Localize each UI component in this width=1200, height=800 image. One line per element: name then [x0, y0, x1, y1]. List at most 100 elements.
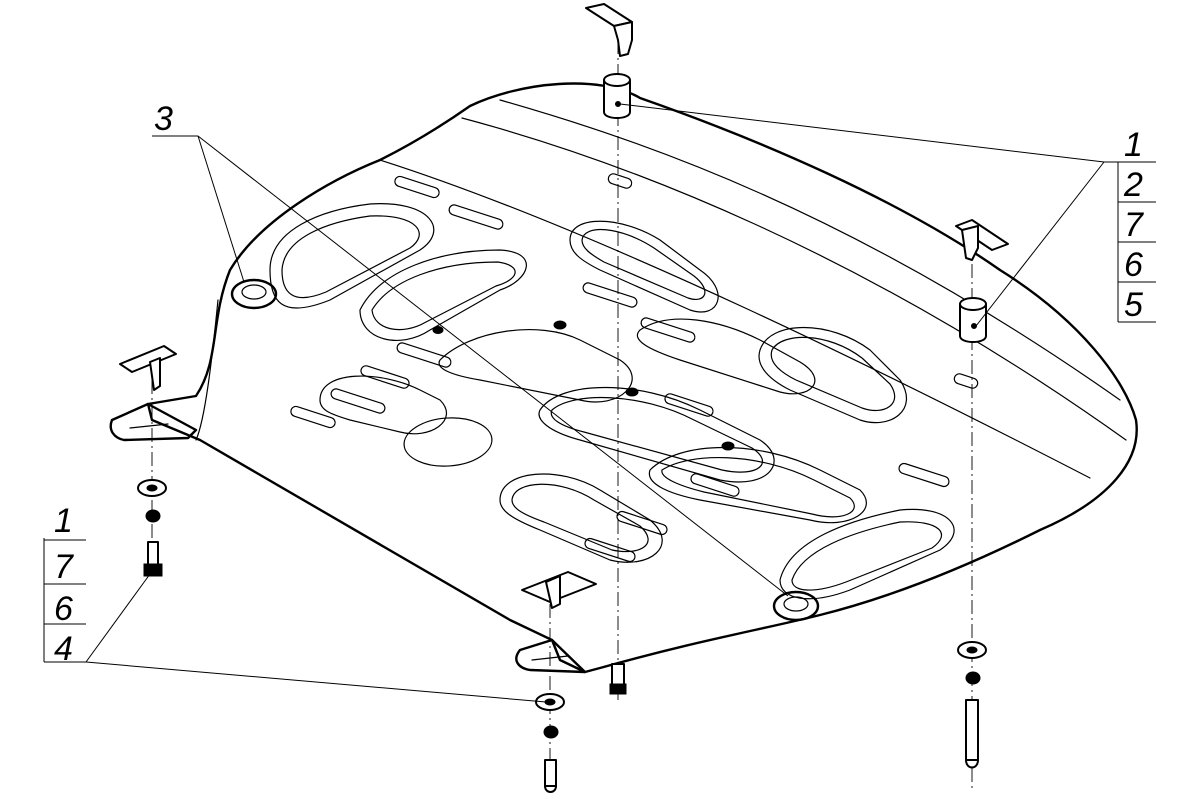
callout-label: 4 [54, 630, 73, 668]
callout-label: 5 [1124, 286, 1143, 324]
vent-slot [448, 204, 504, 230]
bushing-left [230, 278, 278, 310]
clip-nut-bottom [521, 571, 597, 609]
clip-tab [149, 357, 161, 391]
spacer-body [603, 79, 631, 119]
clip-nut-top [585, 3, 633, 57]
lock-washer [965, 671, 981, 685]
spacer-top [603, 73, 631, 119]
vent-slots [290, 173, 979, 563]
bolt-shank [544, 759, 557, 787]
clip-tab [545, 575, 561, 609]
rib-4 [438, 329, 633, 403]
bottom-tab [515, 638, 587, 674]
rib-10-inner [661, 456, 855, 518]
vent-slot [953, 373, 979, 389]
bolt-head [609, 683, 627, 695]
vent-slot [360, 365, 410, 389]
clip-nut-left [119, 345, 177, 391]
callout-label: 1 [1124, 126, 1143, 164]
rib-7-inner [770, 336, 896, 412]
drain-hole [625, 387, 639, 397]
rib-5 [538, 386, 775, 483]
front-bend-line-2 [461, 117, 1127, 441]
bolt-center [609, 663, 627, 695]
rib-6 [636, 318, 816, 395]
lock-washer [145, 509, 161, 523]
lock-washer [543, 725, 559, 739]
rib-3 [569, 220, 719, 313]
rib-3-inner [581, 228, 706, 300]
callout-3: 3 [152, 100, 789, 597]
emboss-ribs [269, 203, 955, 600]
fastener-stack-bottom [535, 693, 565, 793]
callout-label: 6 [54, 590, 73, 628]
leader-line [85, 661, 547, 703]
bushing-right [772, 590, 820, 622]
skid-plate [109, 82, 1138, 674]
clip-tab [961, 225, 979, 261]
vent-slot [616, 510, 668, 536]
clip-body [119, 345, 177, 373]
clip-nut-right [955, 219, 1009, 261]
rib-5-inner [550, 396, 763, 473]
vent-slot [584, 537, 636, 563]
fastener-stack-right [957, 641, 987, 769]
vent-slot [607, 173, 633, 189]
leader-line [619, 103, 1105, 163]
long-bolt-shank [965, 699, 979, 761]
vent-slot [664, 393, 714, 417]
fastener-stack-left [137, 479, 167, 577]
callout-label: 7 [54, 548, 74, 586]
callout-label: 1 [54, 502, 73, 540]
oval-opening [403, 417, 493, 467]
drain-hole [432, 326, 444, 334]
bolt-tip [544, 785, 557, 793]
rib-9 [499, 473, 663, 563]
bushing-inner [783, 596, 809, 612]
rib-1-inner [281, 215, 420, 299]
spacer-hole [615, 101, 621, 107]
spacer-end [603, 73, 631, 87]
washer-hole [146, 484, 158, 492]
leader-line [197, 135, 789, 597]
side-bend-line [195, 299, 219, 441]
rib-2 [359, 249, 527, 341]
vent-slot [330, 388, 386, 414]
vent-slot [898, 462, 950, 488]
left-tab [109, 402, 198, 442]
spacer-right [959, 297, 987, 343]
rib-2-inner [371, 261, 516, 331]
rib-10 [648, 446, 867, 524]
rib-1 [269, 203, 435, 309]
front-bend-line [499, 99, 1121, 401]
vent-slot [290, 405, 336, 429]
callout-label-3: 3 [154, 100, 173, 138]
vent-slot [582, 282, 638, 308]
vent-slot [396, 342, 452, 368]
rib-8 [319, 375, 447, 435]
callout-label: 7 [1124, 206, 1144, 244]
callout-label: 2 [1123, 166, 1143, 204]
leader-line [975, 161, 1105, 327]
bolt-tip [965, 759, 979, 769]
drain-hole [721, 441, 735, 451]
callout-stack-right: 1 2 7 6 5 [619, 103, 1156, 327]
rib-11 [779, 508, 955, 600]
drain-holes [432, 320, 735, 451]
bushing-outer [772, 590, 820, 622]
vent-slot [690, 473, 740, 497]
rib-11-inner [791, 521, 943, 591]
bolt-head [143, 563, 163, 577]
bushing-inner [241, 284, 267, 300]
callout-stack-left: 1 7 6 4 [43, 502, 547, 703]
callout-label: 6 [1124, 246, 1143, 284]
leader-line [197, 135, 245, 283]
washer-hole [966, 646, 978, 654]
spacer-hole [971, 323, 977, 329]
drain-hole [553, 320, 567, 330]
spacer-end [959, 297, 987, 311]
left-tab-slot [129, 423, 169, 429]
rear-bend-line [379, 159, 1091, 479]
